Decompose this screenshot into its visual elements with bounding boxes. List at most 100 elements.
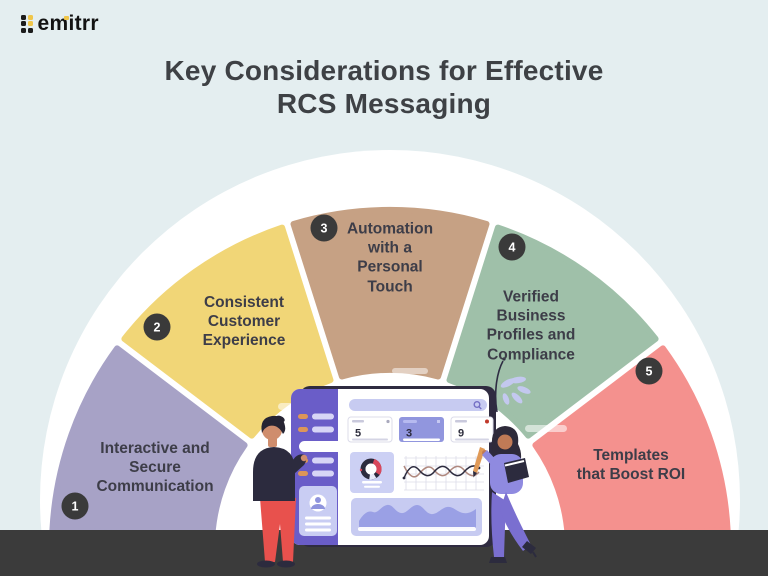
avatar-shoulders	[311, 504, 325, 509]
stat-card-label-bar	[352, 420, 364, 423]
woman-leg-crossed	[500, 492, 531, 551]
woman-heel-spike	[532, 551, 537, 558]
stat-value: 9	[458, 428, 464, 440]
donut-segment-red	[372, 459, 382, 476]
segment-badge-5: 5	[635, 357, 663, 385]
segment-badge-1: 1	[61, 492, 89, 520]
stat-card-bg	[347, 416, 393, 443]
segment-1	[49, 345, 248, 539]
stat-card-underline	[455, 438, 489, 441]
donut-legend-dot	[359, 468, 363, 472]
segment-label-2: Consistent Customer Experience	[202, 294, 286, 350]
segment-4	[446, 224, 659, 439]
stat-card-3: 9	[450, 416, 494, 443]
donut-card	[350, 452, 394, 493]
donut-hole	[365, 463, 377, 475]
man-torso	[253, 447, 295, 501]
area-baseline	[358, 527, 476, 531]
logo-dot	[21, 14, 26, 20]
decor-pill	[392, 368, 428, 374]
stat-value: 3	[406, 428, 412, 440]
menu-bullet	[298, 427, 308, 432]
woman-hair-front	[497, 429, 513, 439]
page-title: Key Considerations for Effective RCS Mes…	[164, 55, 604, 120]
man-pants	[260, 498, 296, 562]
avatar-head	[315, 497, 321, 503]
menu-item-bar	[312, 470, 334, 477]
area-fill	[359, 504, 476, 529]
decor-pill	[525, 425, 567, 432]
brand-name: emitrr	[38, 13, 99, 34]
leaf-bud	[502, 357, 506, 361]
brand-logo-icon	[21, 14, 33, 33]
stat-card-2: 3	[399, 417, 444, 442]
leaf-sprig	[494, 357, 531, 413]
woman-head	[497, 434, 513, 450]
search-icon	[473, 401, 482, 410]
segment-label-1: Interactive and Secure Communication	[96, 440, 214, 496]
menu-bullet	[298, 471, 308, 476]
man-shoe	[277, 560, 295, 568]
segment-label-4: Verified Business Profiles and Complianc…	[486, 288, 576, 364]
stat-card-1: 5	[347, 416, 393, 443]
stat-card-label-bar	[455, 420, 467, 423]
donut-text-line	[364, 485, 380, 488]
stat-card-label-bar	[403, 420, 417, 423]
stat-value: 5	[355, 428, 361, 440]
menu-item-bar	[312, 413, 334, 420]
leaf	[510, 376, 526, 384]
stat-cards: 5 3 9	[347, 416, 494, 443]
woman-shoe-heel	[522, 541, 536, 554]
man-hair-quiff	[275, 415, 285, 423]
man-figure	[253, 415, 308, 568]
man-hand	[300, 454, 308, 462]
logo-dot	[27, 14, 33, 20]
woman-pencil-tip	[473, 471, 477, 478]
stat-card-bg	[450, 416, 494, 443]
donut-segment-gap	[369, 473, 377, 480]
fan-segments	[49, 207, 731, 539]
segment-badge-2: 2	[143, 313, 171, 341]
segment-label-5: Templates that Boost ROI	[576, 446, 686, 483]
area-chart	[351, 498, 482, 536]
search-bar	[349, 399, 487, 411]
brand-i-dot	[64, 15, 69, 21]
leaf-stem	[494, 360, 504, 413]
trend-line-primary	[403, 465, 480, 479]
leaf	[502, 393, 510, 405]
profile-card	[299, 486, 337, 536]
woman-figure	[473, 426, 537, 563]
sidebar-notch	[299, 441, 345, 452]
logo-dot	[27, 21, 33, 26]
illustration-scene: 5 3 9	[253, 357, 567, 568]
stat-card-underline	[403, 438, 440, 441]
menu-bullet	[298, 414, 308, 419]
segment-5	[532, 345, 731, 539]
stat-card-dot	[386, 419, 390, 424]
logo-dot	[21, 21, 26, 26]
logo-dot	[27, 27, 33, 33]
woman-pencil	[473, 447, 485, 473]
segment-badge-4: 4	[498, 233, 526, 261]
menu-item-bar	[312, 457, 334, 464]
segment-badge-3: 3	[310, 214, 338, 242]
brand-name-text: emitrr	[37, 12, 99, 35]
profile-text-line	[305, 528, 331, 532]
menu-item-bar	[312, 426, 334, 433]
search-field	[349, 399, 487, 411]
profile-text-line	[305, 522, 331, 526]
man-shoe	[257, 560, 275, 568]
brand-logo: emitrr	[21, 13, 99, 34]
woman-shoe	[489, 557, 507, 563]
leaf	[511, 392, 523, 404]
dashboard: 5 3 9	[291, 386, 496, 547]
profile-text-line	[305, 516, 331, 520]
leaf	[517, 386, 531, 394]
woman-notebook-pages	[504, 460, 525, 467]
logo-dot	[21, 27, 26, 33]
stat-card-underline	[352, 438, 388, 441]
stat-card-dot	[437, 420, 440, 423]
donut-text-line	[362, 481, 382, 484]
